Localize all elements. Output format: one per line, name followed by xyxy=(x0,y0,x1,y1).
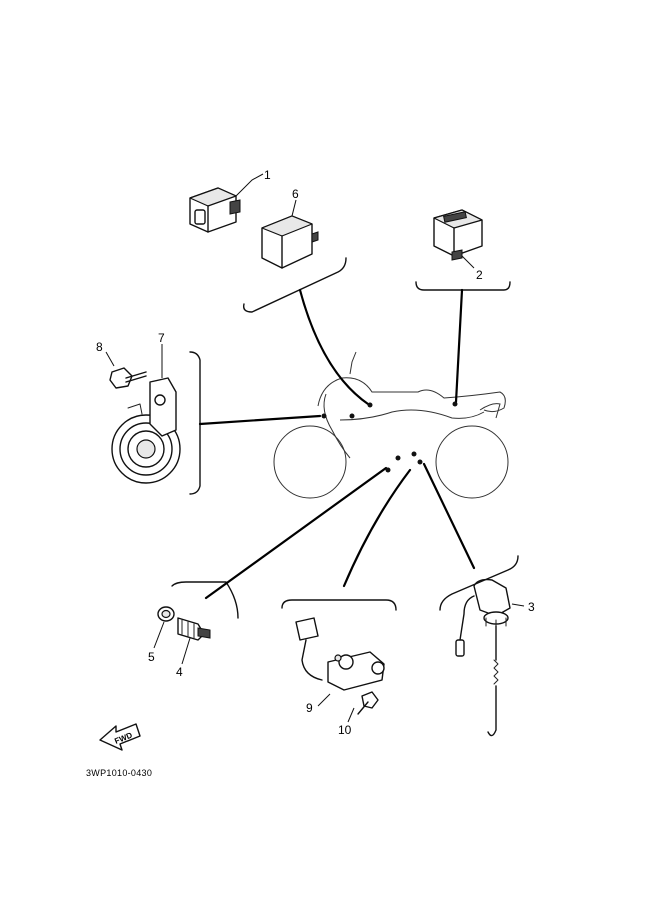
bracket-bottom-left xyxy=(171,581,239,619)
bracket-bottom-center xyxy=(281,599,397,611)
callout-7: 7 xyxy=(158,331,165,345)
bracket-horn xyxy=(189,351,201,495)
part-2-relay xyxy=(433,209,483,269)
part-9-10-switch-assembly xyxy=(295,617,385,723)
leader-lines xyxy=(198,288,476,600)
callout-6: 6 xyxy=(292,187,299,201)
part-6-flasher-relay xyxy=(261,199,319,269)
part-1-relay xyxy=(189,173,264,233)
bracket-bottom-right xyxy=(439,555,519,611)
bracket-top-right xyxy=(415,281,511,291)
part-7-8-horn-assembly xyxy=(105,344,181,484)
callout-5: 5 xyxy=(148,650,155,664)
drawing-code: 3WP1010-0430 xyxy=(86,768,152,778)
callout-8: 8 xyxy=(96,340,103,354)
connection-points xyxy=(321,401,458,473)
callout-4: 4 xyxy=(176,665,183,679)
fwd-arrow-icon: FWD xyxy=(99,723,141,751)
callout-2: 2 xyxy=(476,268,483,282)
motorcycle-outline xyxy=(273,351,509,499)
part-4-5-switch xyxy=(153,606,211,665)
callout-9: 9 xyxy=(306,701,313,715)
callout-10: 10 xyxy=(338,723,352,737)
bracket-top-left xyxy=(242,257,347,313)
callout-1: 1 xyxy=(264,168,271,182)
rear-wheel xyxy=(435,425,509,499)
part-3-sensor xyxy=(455,578,525,737)
front-wheel xyxy=(273,425,347,499)
callout-3: 3 xyxy=(528,600,535,614)
